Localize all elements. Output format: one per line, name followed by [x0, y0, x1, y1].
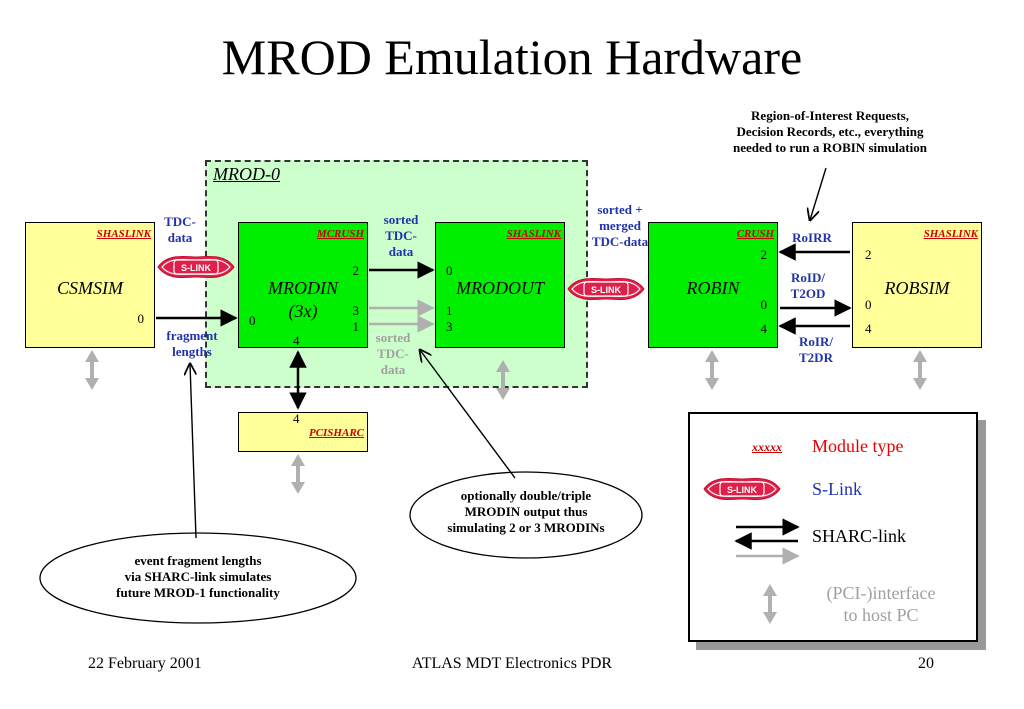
pcisharc-pci-icon — [289, 452, 307, 496]
mrodin-port-2: 2 — [352, 263, 360, 278]
robin-name: ROBIN — [686, 278, 740, 298]
mrodin-port-1: 1 — [352, 319, 360, 334]
robin-port-0: 0 — [760, 297, 768, 312]
legend-sharc: SHARC-link — [812, 526, 907, 546]
roi-note: Region-of-Interest Requests, Decision Re… — [733, 108, 927, 155]
csmsim-module: SHASLINK CSMSIM 0 — [25, 222, 155, 348]
legend-module-sample: xxxxx — [752, 440, 782, 454]
pcisharc-module: PCISHARC 4 — [238, 411, 368, 452]
mrodout-name: MRODOUT — [456, 278, 544, 298]
mrodout-port-0: 0 — [446, 263, 453, 278]
mrodin-port-3: 3 — [352, 303, 360, 318]
mrodin-port-4: 4 — [293, 333, 300, 348]
double-triple-ellipse — [409, 471, 643, 559]
page-title: MROD Emulation Hardware — [221, 29, 803, 85]
robsim-port-0: 0 — [865, 297, 872, 312]
footer-date: 22 February 2001 — [88, 655, 202, 672]
legend-pci: (PCI-)interface to host PC — [826, 583, 936, 625]
mrod0-label: MROD-0 — [213, 164, 280, 184]
mrodin-type: MCRUSH — [316, 228, 364, 240]
mrodin-count: (3x) — [288, 301, 318, 321]
mrodout-port-3: 3 — [446, 319, 453, 334]
fragment-sharc-callout: event fragment lengths via SHARC-link si… — [116, 553, 280, 600]
robin-module: CRUSH ROBIN 2 0 4 — [648, 222, 778, 348]
roir-t2dr-label: RoIR/ T2DR — [799, 334, 833, 365]
sorted-tdc-data-label: sorted TDC- data — [383, 212, 419, 259]
roi-note-pointer — [810, 167, 827, 220]
mrodout-port-1: 1 — [446, 303, 453, 318]
robin-type: CRUSH — [736, 228, 774, 240]
roirr-label: RoIRR — [792, 230, 832, 245]
legend-module-type: Module type — [812, 436, 904, 456]
pcisharc-port-4: 4 — [293, 411, 300, 426]
robsim-module: SHASLINK ROBSIM 2 0 4 — [852, 222, 982, 348]
footer-event: ATLAS MDT Electronics PDR — [411, 655, 613, 672]
pcisharc-type: PCISHARC — [308, 427, 364, 439]
footer-page-number: 20 — [918, 655, 934, 672]
legend-slink: S-Link — [812, 479, 863, 499]
mrodout-pci-icon — [494, 358, 512, 402]
robsim-port-2: 2 — [865, 247, 872, 262]
fragment-sharc-pointer — [190, 364, 197, 539]
legend-pci-icon — [761, 582, 779, 626]
legend-slink-emblem-text: S-LINK — [727, 485, 757, 495]
fragment-lengths-label: fragment lengths — [166, 328, 218, 359]
mrodin-module: MCRUSH MRODIN (3x) 0 2 3 1 4 — [238, 222, 368, 348]
fragment-sharc-ellipse — [39, 532, 357, 624]
double-triple-pointer — [420, 350, 516, 479]
slink-emblem-text-2: S-LINK — [591, 285, 621, 295]
robin-pci-icon — [703, 348, 721, 392]
mrodin-port-0: 0 — [249, 313, 256, 328]
mrodin-name: MRODIN — [268, 278, 338, 298]
sorted-tdc-data-gray-label: sorted TDC- data — [375, 330, 411, 377]
robin-port-2: 2 — [760, 247, 768, 262]
csmsim-name: CSMSIM — [57, 278, 123, 298]
robin-port-4: 4 — [760, 321, 768, 336]
tdc-data-label: TDC- data — [164, 214, 196, 245]
robsim-port-4: 4 — [865, 321, 872, 336]
mrodout-module: SHASLINK MRODOUT 0 1 3 — [435, 222, 565, 348]
csmsim-pci-icon — [83, 348, 101, 392]
slink-emblem-text-1: S-LINK — [181, 263, 211, 273]
csmsim-type: SHASLINK — [96, 228, 151, 240]
robsim-type: SHASLINK — [923, 228, 978, 240]
robsim-pci-icon — [911, 348, 929, 392]
csmsim-port-0: 0 — [137, 311, 145, 326]
double-triple-callout: optionally double/triple MRODIN output t… — [447, 488, 605, 535]
mrodout-type: SHASLINK — [506, 228, 561, 240]
roid-t2od-label: RoID/ T2OD — [790, 270, 826, 301]
robsim-name: ROBSIM — [884, 278, 950, 298]
sorted-merged-label: sorted + merged TDC-data — [591, 202, 649, 249]
